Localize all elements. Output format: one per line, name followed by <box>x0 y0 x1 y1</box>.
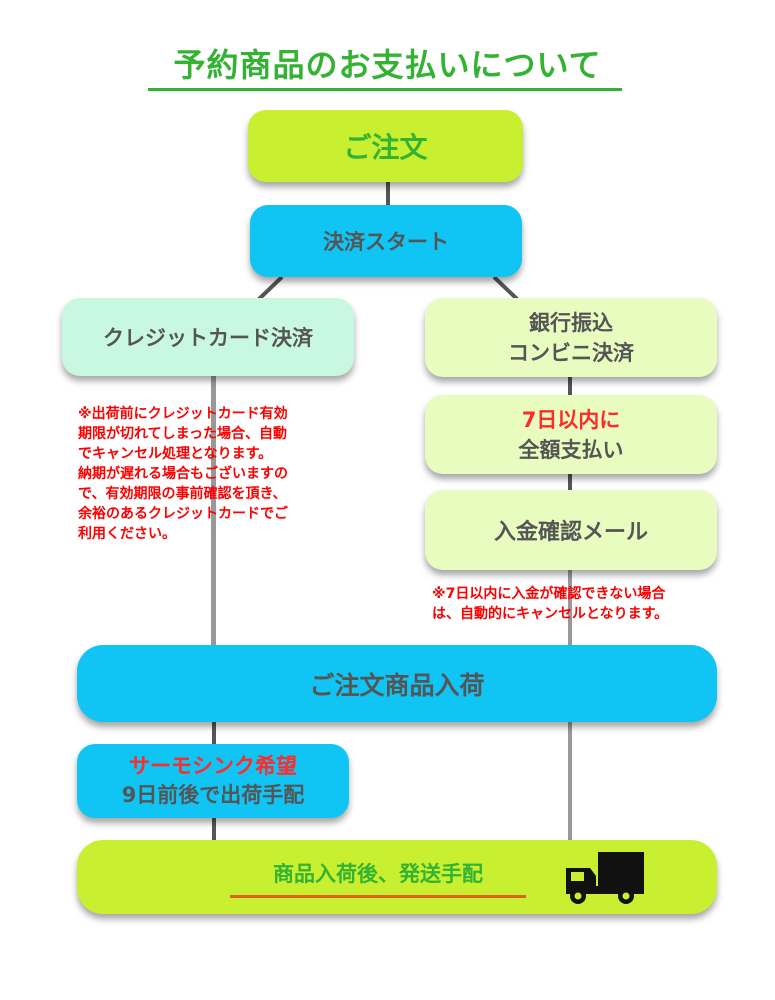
credit-note-line: 期限が切れてしまった場合、自動 <box>78 426 288 442</box>
step-order: ご注文 <box>248 110 523 182</box>
step-payment-start-label: 決済スタート <box>323 230 449 254</box>
connector-credit-down <box>211 376 216 646</box>
step-bank-convenience: 銀行振込 コンビニ決済 <box>425 298 717 377</box>
title-underline <box>148 88 622 91</box>
step-thermo-sink: サーモシンク希望 9日前後で出荷手配 <box>77 744 349 818</box>
credit-note-line: で、有効期限の事前確認を頂き、 <box>78 486 287 502</box>
page-title: 予約商品のお支払いについて <box>173 46 602 84</box>
connector-bank-to-pay <box>568 377 572 395</box>
step-pay-line1: 7日以内に <box>521 407 621 432</box>
credit-note-line: でキャンセル処理となります。 <box>78 446 273 462</box>
step-thermo-line1: サーモシンク希望 <box>129 754 297 778</box>
credit-note-line: 納期が遅れる場合もございますの <box>78 466 288 482</box>
step-order-label: ご注文 <box>343 131 428 164</box>
ship-underline <box>230 895 526 898</box>
step-pay-within-7-days: 7日以内に 全額支払い <box>425 395 717 474</box>
credit-note-line: 余裕のあるクレジットカードでご <box>78 506 288 522</box>
bank-note: ※7日以内に入金が確認できない場合 は、自動的にキャンセルとなります。 <box>432 584 752 624</box>
bank-note-line: ※7日以内に入金が確認できない場合 <box>432 586 666 602</box>
step-confirm-mail: 入金確認メール <box>425 490 717 570</box>
step-credit-card: クレジットカード決済 <box>62 298 354 376</box>
step-confirm-mail-label: 入金確認メール <box>493 520 648 545</box>
bank-note-line: は、自動的にキャンセルとなります。 <box>432 606 669 622</box>
connector-pay-to-mail <box>568 474 572 490</box>
step-arrival: ご注文商品入荷 <box>77 645 717 722</box>
step-arrival-label: ご注文商品入荷 <box>309 670 485 700</box>
step-payment-start: 決済スタート <box>250 205 522 277</box>
credit-card-note: ※出荷前にクレジットカード有効 期限が切れてしまった場合、自動 でキャンセル処理… <box>78 404 378 544</box>
step-credit-card-label: クレジットカード決済 <box>103 326 313 350</box>
step-pay-line2: 全額支払い <box>518 437 624 462</box>
connector-thermo-to-ship <box>212 818 216 840</box>
connector-order-to-start <box>386 182 390 206</box>
credit-note-line: 利用ください。 <box>78 526 176 542</box>
credit-note-line: ※出荷前にクレジットカード有効 <box>78 406 288 422</box>
step-bank-line2: コンビニ決済 <box>508 340 634 365</box>
truck-icon <box>566 852 644 904</box>
step-ship-label: 商品入荷後、発送手配 <box>273 862 483 886</box>
step-thermo-line2: 9日前後で出荷手配 <box>121 783 305 807</box>
connector-arrival-to-thermo <box>212 722 216 744</box>
step-bank-line1: 銀行振込 <box>529 310 613 335</box>
